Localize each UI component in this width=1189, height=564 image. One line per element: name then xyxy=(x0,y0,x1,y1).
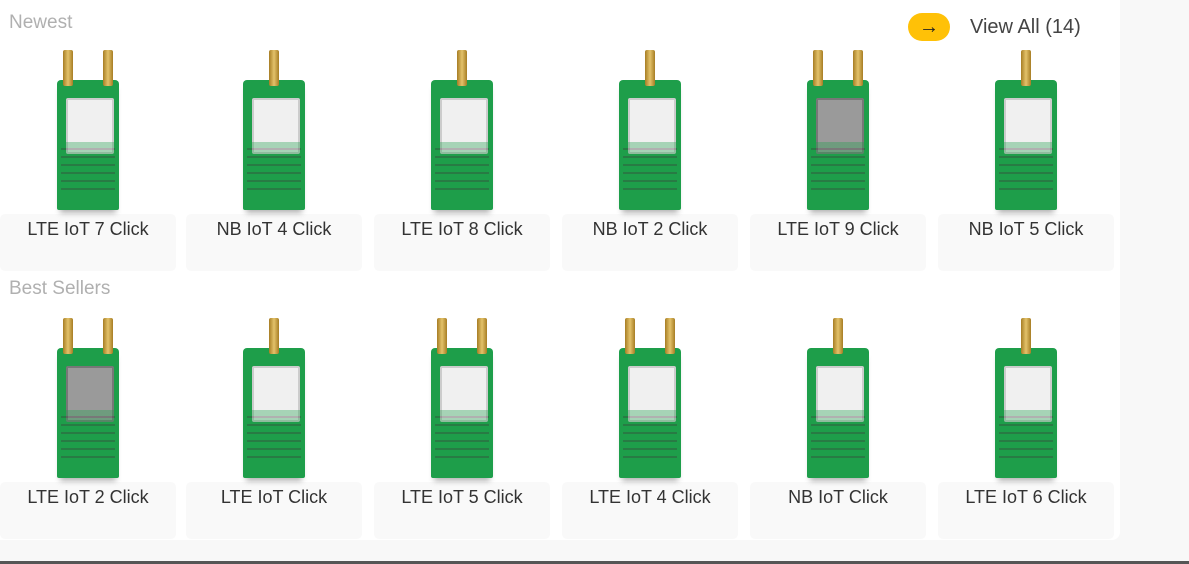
product-card[interactable]: LTE IoT 5 Click xyxy=(374,313,550,539)
antenna-connector-icon xyxy=(853,50,863,86)
product-card[interactable]: LTE IoT 9 Click xyxy=(750,45,926,271)
product-card[interactable]: LTE IoT 6 Click xyxy=(938,313,1114,539)
antenna-connector-icon xyxy=(437,318,447,354)
module-chip xyxy=(816,366,864,422)
antenna-connector-icon xyxy=(103,318,113,354)
product-card[interactable]: LTE IoT 4 Click xyxy=(562,313,738,539)
module-chip xyxy=(440,366,488,422)
antenna-connector-icon xyxy=(665,318,675,354)
product-name[interactable]: LTE IoT 8 Click xyxy=(374,214,550,271)
antenna-connector-icon xyxy=(63,318,73,354)
product-image[interactable] xyxy=(562,313,738,478)
product-image[interactable] xyxy=(562,45,738,210)
product-name[interactable]: NB IoT 5 Click xyxy=(938,214,1114,271)
module-chip xyxy=(1004,366,1052,422)
product-image[interactable] xyxy=(938,313,1114,478)
pcb-board-image xyxy=(243,318,305,478)
product-card[interactable]: NB IoT 4 Click xyxy=(186,45,362,271)
product-card[interactable]: NB IoT 2 Click xyxy=(562,45,738,271)
product-image[interactable] xyxy=(0,45,176,210)
antenna-connector-icon xyxy=(625,318,635,354)
product-name[interactable]: LTE IoT 7 Click xyxy=(0,214,176,271)
antenna-connector-icon xyxy=(833,318,843,354)
module-chip xyxy=(816,98,864,154)
antenna-connector-icon xyxy=(63,50,73,86)
product-name[interactable]: LTE IoT 9 Click xyxy=(750,214,926,271)
pcb-board-image xyxy=(619,318,681,478)
product-image[interactable] xyxy=(938,45,1114,210)
pcb-board-image xyxy=(57,50,119,210)
product-image[interactable] xyxy=(186,45,362,210)
product-name[interactable]: LTE IoT 6 Click xyxy=(938,482,1114,539)
product-name[interactable]: NB IoT 2 Click xyxy=(562,214,738,271)
product-image[interactable] xyxy=(374,313,550,478)
antenna-connector-icon xyxy=(1021,318,1031,354)
antenna-connector-icon xyxy=(457,50,467,86)
pcb-board-image xyxy=(807,318,869,478)
product-card[interactable]: LTE IoT Click xyxy=(186,313,362,539)
module-chip xyxy=(252,98,300,154)
product-card[interactable]: LTE IoT 7 Click xyxy=(0,45,176,271)
product-name[interactable]: NB IoT 4 Click xyxy=(186,214,362,271)
pcb-board-image xyxy=(431,318,493,478)
product-name[interactable]: LTE IoT 2 Click xyxy=(0,482,176,539)
product-name[interactable]: LTE IoT 5 Click xyxy=(374,482,550,539)
view-all-button[interactable]: → View All (14) xyxy=(908,13,1081,41)
antenna-connector-icon xyxy=(269,318,279,354)
antenna-connector-icon xyxy=(813,50,823,86)
pcb-board-image xyxy=(619,50,681,210)
antenna-connector-icon xyxy=(269,50,279,86)
product-image[interactable] xyxy=(0,313,176,478)
module-chip xyxy=(252,366,300,422)
product-card[interactable]: LTE IoT 2 Click xyxy=(0,313,176,539)
module-chip xyxy=(628,366,676,422)
product-name[interactable]: NB IoT Click xyxy=(750,482,926,539)
arrow-right-icon: → xyxy=(908,13,950,41)
antenna-connector-icon xyxy=(1021,50,1031,86)
pcb-board-image xyxy=(995,50,1057,210)
pcb-board-image xyxy=(995,318,1057,478)
module-chip xyxy=(440,98,488,154)
pcb-board-image xyxy=(431,50,493,210)
antenna-connector-icon xyxy=(645,50,655,86)
product-card[interactable]: NB IoT 5 Click xyxy=(938,45,1114,271)
product-name[interactable]: LTE IoT Click xyxy=(186,482,362,539)
antenna-connector-icon xyxy=(477,318,487,354)
product-image[interactable] xyxy=(374,45,550,210)
product-image[interactable] xyxy=(750,45,926,210)
product-image[interactable] xyxy=(750,313,926,478)
divider xyxy=(0,561,1189,564)
module-chip xyxy=(628,98,676,154)
pcb-board-image xyxy=(807,50,869,210)
product-card[interactable]: NB IoT Click xyxy=(750,313,926,539)
antenna-connector-icon xyxy=(103,50,113,86)
pcb-board-image xyxy=(57,318,119,478)
product-panel xyxy=(0,0,1120,540)
product-name[interactable]: LTE IoT 4 Click xyxy=(562,482,738,539)
product-card[interactable]: LTE IoT 8 Click xyxy=(374,45,550,271)
section-title-newest: Newest xyxy=(9,12,73,33)
pcb-board-image xyxy=(243,50,305,210)
view-all-label: View All (14) xyxy=(970,15,1081,38)
section-title-best-sellers: Best Sellers xyxy=(9,278,111,299)
module-chip xyxy=(66,366,114,422)
product-image[interactable] xyxy=(186,313,362,478)
module-chip xyxy=(1004,98,1052,154)
module-chip xyxy=(66,98,114,154)
